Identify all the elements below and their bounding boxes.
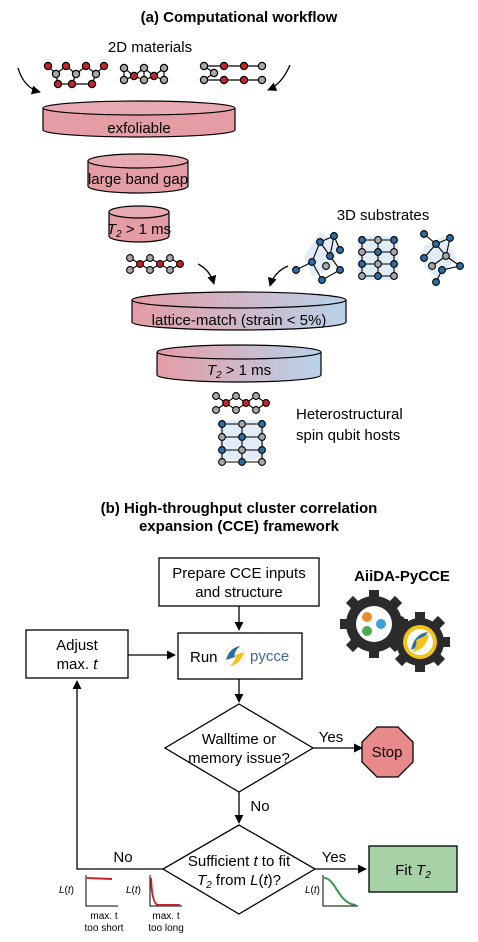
walltime-no-label: No bbox=[250, 798, 269, 815]
inset-too-long-plot: L(t) max. t too long bbox=[126, 875, 184, 934]
panel-a-title: (a) Computational workflow bbox=[141, 9, 338, 26]
material-2d-molecule-1 bbox=[43, 61, 109, 89]
inset-fit-curve bbox=[323, 877, 357, 906]
inset-short-axis-label: L(t) bbox=[59, 885, 74, 896]
funnel-label-lattice-match: lattice-match (strain < 5%) bbox=[152, 312, 327, 329]
aiida-pycce-label: AiiDA-PyCCE bbox=[354, 568, 450, 585]
inset-long-curve bbox=[150, 877, 180, 906]
pycce-logo-icon bbox=[224, 645, 246, 667]
sufficient-label-line1: Sufficient t to fit bbox=[188, 853, 291, 870]
material-2d-molecule-2 bbox=[119, 63, 169, 85]
funnel-stage-exfoliable: exfoliable bbox=[42, 100, 236, 138]
walltime-yes-label: Yes bbox=[319, 729, 343, 746]
substrates-3d-label: 3D substrates bbox=[337, 207, 430, 224]
adjust-max-t-box bbox=[25, 629, 129, 679]
inset-long-label-line1: max. t bbox=[152, 911, 179, 922]
sufficient-label-line2: T2 from L(t)? bbox=[197, 872, 281, 891]
funnel-label-large-band-gap: large band gap bbox=[88, 171, 188, 188]
material-2d-molecule-small bbox=[126, 254, 184, 274]
funnel-stage-lattice-match: lattice-match (strain < 5%) bbox=[131, 291, 347, 331]
funnel-stage-large-band-gap: large band gap bbox=[87, 153, 189, 194]
sufficient-no-label: No bbox=[113, 849, 132, 866]
walltime-decision-diamond bbox=[163, 703, 315, 793]
curved-arrow-right bbox=[267, 64, 291, 91]
funnel-label-t2-second: T2 > 1 ms bbox=[207, 362, 271, 381]
fit-t2-label: Fit T2 bbox=[395, 862, 431, 881]
inset-long-label-line2: too long bbox=[148, 923, 184, 934]
material-2d-molecule-3 bbox=[199, 61, 267, 85]
walltime-label-line1: Walltime or bbox=[202, 731, 276, 748]
arrow-2d-to-lattice bbox=[197, 263, 217, 285]
panel-b-title-line1: (b) High-throughput cluster correlation bbox=[101, 500, 378, 517]
inset-too-short-plot: L(t) max. t too short bbox=[59, 875, 124, 934]
prepare-label-line1: Prepare CCE inputs bbox=[172, 565, 305, 582]
stop-label: Stop bbox=[372, 744, 403, 761]
inset-good-fit-plot: L(t) bbox=[305, 875, 358, 907]
funnel-label-t2-first: T2 > 1 ms bbox=[107, 221, 171, 240]
adjust-label-line1: Adjust bbox=[56, 637, 99, 654]
sufficient-decision-diamond bbox=[161, 824, 317, 915]
walltime-label-line2: memory issue? bbox=[188, 750, 290, 767]
inset-short-label-line2: too short bbox=[85, 923, 124, 934]
hosts-label-line2: spin qubit hosts bbox=[296, 427, 400, 444]
heterostructure-model bbox=[212, 392, 270, 466]
stop-octagon bbox=[361, 726, 414, 778]
inset-short-curve bbox=[86, 877, 113, 880]
adjust-label-line2: max. t bbox=[57, 656, 99, 673]
prepare-label-line2: and structure bbox=[195, 584, 283, 601]
substrate-3d-structure-2 bbox=[358, 236, 398, 280]
sufficient-yes-label: Yes bbox=[322, 849, 346, 866]
panel-b-title-line2: expansion (CCE) framework bbox=[139, 518, 340, 535]
funnel-stage-t2-first: T2 > 1 ms bbox=[107, 205, 171, 243]
funnel-label-exfoliable: exfoliable bbox=[107, 120, 170, 137]
materials-2d-label: 2D materials bbox=[108, 39, 192, 56]
pycce-gear-icon bbox=[390, 612, 450, 672]
funnel-stage-t2-second: T2 > 1 ms bbox=[156, 344, 322, 383]
curved-arrow-left bbox=[17, 67, 41, 95]
inset-long-axis-label: L(t) bbox=[126, 885, 141, 896]
inset-fit-axis-label: L(t) bbox=[305, 885, 320, 896]
prepare-inputs-box bbox=[158, 557, 320, 607]
inset-short-label-line1: max. t bbox=[90, 911, 117, 922]
pycce-logo-text: pycce bbox=[250, 648, 289, 665]
substrate-3d-structure-1 bbox=[292, 232, 344, 284]
arrow-3d-to-lattice bbox=[267, 265, 289, 287]
fit-t2-box bbox=[368, 845, 458, 893]
arrow-sufficient-no bbox=[72, 680, 163, 870]
hosts-label-line1: Heterostructural bbox=[296, 406, 403, 423]
run-label: Run bbox=[190, 649, 218, 666]
substrate-3d-structure-3 bbox=[420, 230, 464, 286]
